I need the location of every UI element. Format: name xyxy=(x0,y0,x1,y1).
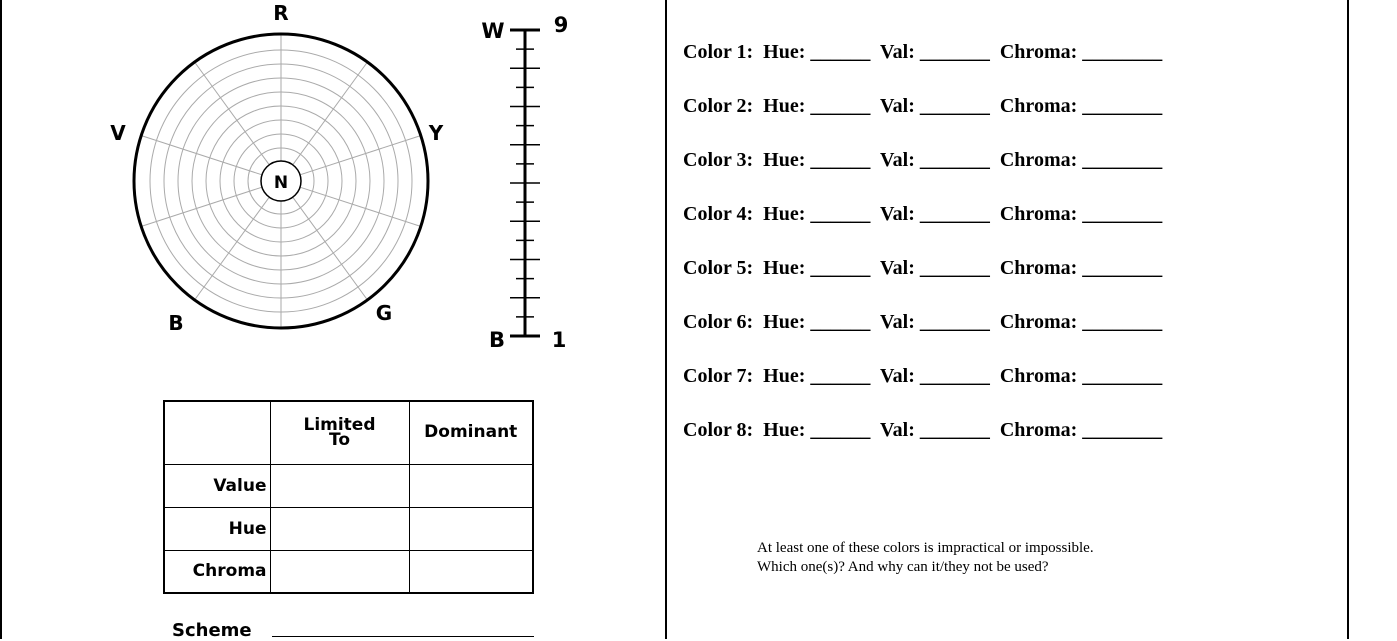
color-row-7[interactable]: Color 7: Hue: ______ Val: _______ Chroma… xyxy=(683,365,1163,387)
table-row: Hue xyxy=(163,506,534,551)
hue-label-g: G xyxy=(376,301,392,325)
value-dominant-cell[interactable] xyxy=(408,463,534,508)
row-label-hue: Hue xyxy=(163,506,271,551)
scale-top-number: 9 xyxy=(554,13,569,37)
color-wheel xyxy=(132,32,430,330)
chroma-limited-cell[interactable] xyxy=(269,549,410,594)
note-line-1: At least one of these colors is impracti… xyxy=(757,540,1094,556)
wheel-spoke xyxy=(292,196,368,300)
table-header-dominant: Dominant xyxy=(408,400,534,465)
left-border xyxy=(0,0,2,639)
scheme-answer-line[interactable] xyxy=(272,636,534,637)
wheel-spoke xyxy=(292,62,368,166)
chroma-dominant-cell[interactable] xyxy=(408,549,534,594)
wheel-spoke xyxy=(141,135,263,176)
right-divider xyxy=(1347,0,1349,639)
hue-dominant-cell[interactable] xyxy=(408,506,534,551)
wheel-spoke xyxy=(194,196,270,300)
wheel-spoke xyxy=(299,135,421,176)
table-row: Value xyxy=(163,463,534,508)
color-row-2[interactable]: Color 2: Hue: ______ Val: _______ Chroma… xyxy=(683,95,1163,117)
wheel-spoke xyxy=(141,186,263,227)
note-line-2: Which one(s)? And why can it/they not be… xyxy=(757,559,1049,575)
color-row-4[interactable]: Color 4: Hue: ______ Val: _______ Chroma… xyxy=(683,203,1163,225)
instruction-note: At least one of these colors is impracti… xyxy=(757,539,1317,577)
table-header-empty xyxy=(163,400,271,465)
color-row-8[interactable]: Color 8: Hue: ______ Val: _______ Chroma… xyxy=(683,419,1163,441)
hue-label-v: V xyxy=(110,121,126,145)
neutral-center-circle xyxy=(260,160,302,202)
table-row: Chroma xyxy=(163,549,534,594)
value-scale xyxy=(510,28,540,338)
color-row-6[interactable]: Color 6: Hue: ______ Val: _______ Chroma… xyxy=(683,311,1163,333)
hue-label-b: B xyxy=(168,311,183,335)
scheme-table: Limited To Dominant Value Hue Chroma xyxy=(163,400,534,594)
scale-bottom-number: 1 xyxy=(552,328,567,352)
color-row-1[interactable]: Color 1: Hue: ______ Val: _______ Chroma… xyxy=(683,41,1163,63)
wheel-spoke xyxy=(194,62,270,166)
hue-label-r: R xyxy=(273,1,288,25)
table-header-limited: Limited To xyxy=(269,400,410,465)
table-header-row: Limited To Dominant xyxy=(163,400,534,465)
munsell-diagram: R V Y B G N W 9 B 1 xyxy=(110,1,569,352)
neutral-label: N xyxy=(274,173,288,193)
wheel-outer-circle xyxy=(132,32,430,330)
color-row-3[interactable]: Color 3: Hue: ______ Val: _______ Chroma… xyxy=(683,149,1163,171)
center-divider xyxy=(665,0,667,639)
color-row-5[interactable]: Color 5: Hue: ______ Val: _______ Chroma… xyxy=(683,257,1163,279)
hue-limited-cell[interactable] xyxy=(269,506,410,551)
scale-bottom-letter: B xyxy=(489,328,505,352)
row-label-value: Value xyxy=(163,463,271,508)
hue-label-y: Y xyxy=(428,121,444,145)
scheme-label: Scheme xyxy=(172,620,252,641)
scale-top-letter: W xyxy=(481,19,504,43)
wheel-spoke xyxy=(299,186,421,227)
value-limited-cell[interactable] xyxy=(269,463,410,508)
row-label-chroma: Chroma xyxy=(163,549,271,594)
